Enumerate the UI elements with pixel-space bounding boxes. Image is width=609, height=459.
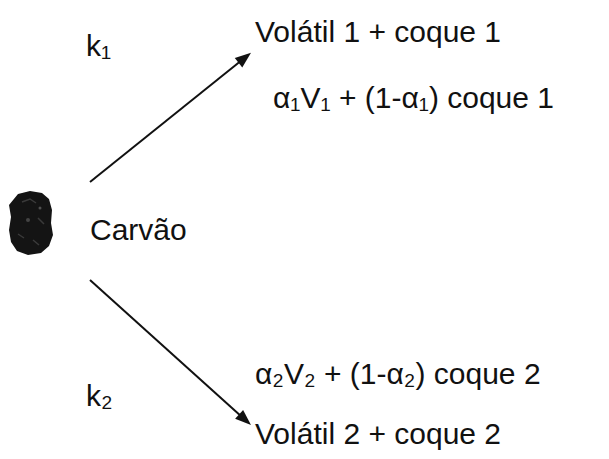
arrow-head bbox=[235, 53, 251, 68]
product-text: α₁V₁ + (1-α₁) coque 1 bbox=[255, 80, 554, 116]
coal-particle-image bbox=[8, 190, 54, 256]
coal-particle: Carvão bbox=[8, 182, 223, 280]
product-text: α₂V₂ + (1-α₂) coque 2 bbox=[255, 356, 541, 392]
rate-constant: k₂ bbox=[86, 378, 113, 414]
reaction-arrow bbox=[90, 53, 251, 182]
rate-constant: k₁ bbox=[86, 28, 111, 64]
product-text: Volátil 2 + coque 2 bbox=[255, 416, 541, 452]
product-group: α₂V₂ + (1-α₂) coque 2 Volátil 2 + coque 2 bbox=[255, 356, 541, 452]
product-group: Volátil 1 + coque 1 α₁V₁ + (1-α₁) coque 1 bbox=[255, 14, 554, 116]
product-text: Volátil 1 + coque 1 bbox=[255, 14, 554, 50]
arrow-head bbox=[235, 410, 251, 425]
arrow-line bbox=[90, 62, 240, 182]
reaction-arrow bbox=[90, 280, 251, 425]
material-label: Carvão bbox=[90, 212, 187, 248]
